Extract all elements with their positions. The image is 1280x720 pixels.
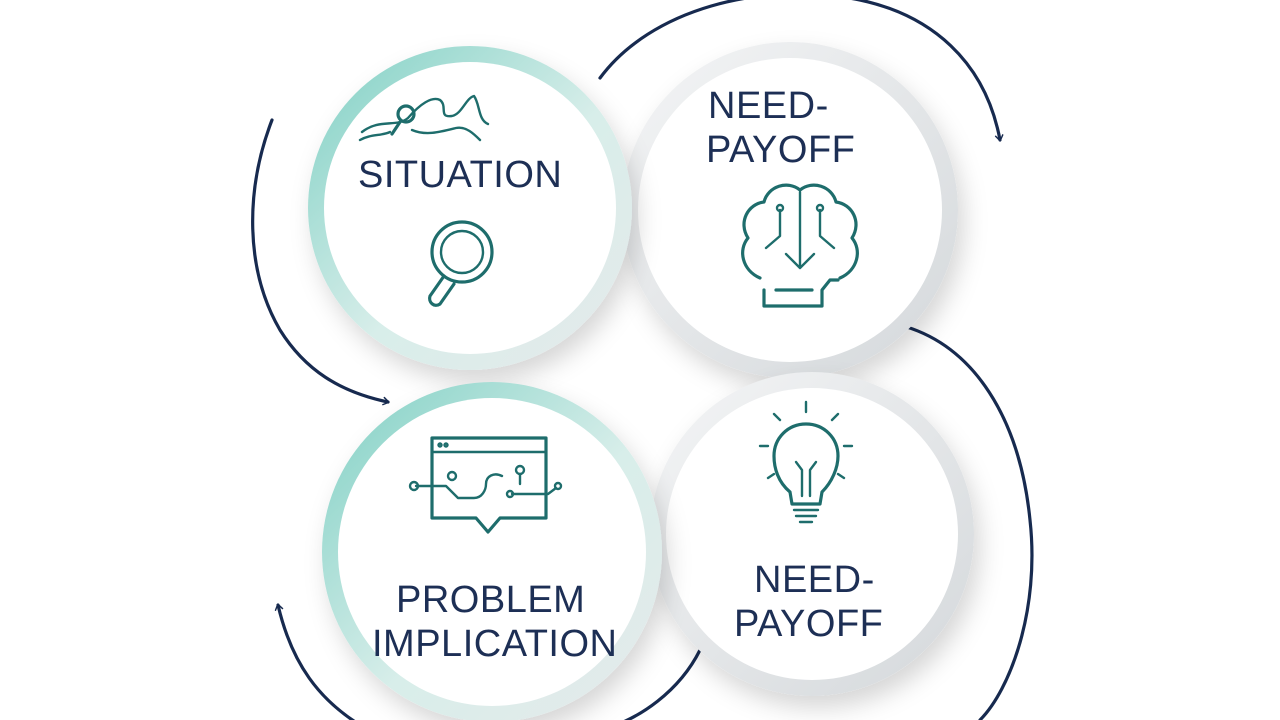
magnifying-glass-icon	[428, 220, 494, 307]
brain-circuit-icon	[741, 183, 859, 308]
need-payoff-top-line2: PAYOFF	[706, 129, 855, 171]
lightbulb-icon	[758, 400, 854, 524]
cycle-arrows	[251, 0, 1034, 720]
implication-label: IMPLICATION	[372, 623, 618, 665]
arrow-top-right	[598, 0, 1004, 142]
situation-label: SITUATION	[358, 154, 562, 196]
arrow-left	[251, 118, 390, 406]
circle-problem-implication: PROBLEM IMPLICATION	[322, 382, 662, 720]
arrow-bottom-left	[274, 603, 356, 720]
arrow-bottom	[623, 648, 702, 720]
need-payoff-bottom-line1: NEED-	[754, 559, 875, 601]
circuit-chat-icon	[408, 436, 563, 534]
circle-situation: SITUATION	[308, 46, 632, 370]
problem-label: PROBLEM	[396, 579, 585, 621]
circle-need-payoff-bottom: NEED- PAYOFF	[650, 372, 974, 696]
arrow-right	[898, 323, 1034, 720]
sketch-doodle-icon	[358, 94, 490, 142]
need-payoff-bottom-line2: PAYOFF	[734, 603, 883, 645]
circle-need-payoff-top: NEED- PAYOFF	[622, 42, 958, 378]
need-payoff-top-line1: NEED-	[708, 85, 829, 127]
